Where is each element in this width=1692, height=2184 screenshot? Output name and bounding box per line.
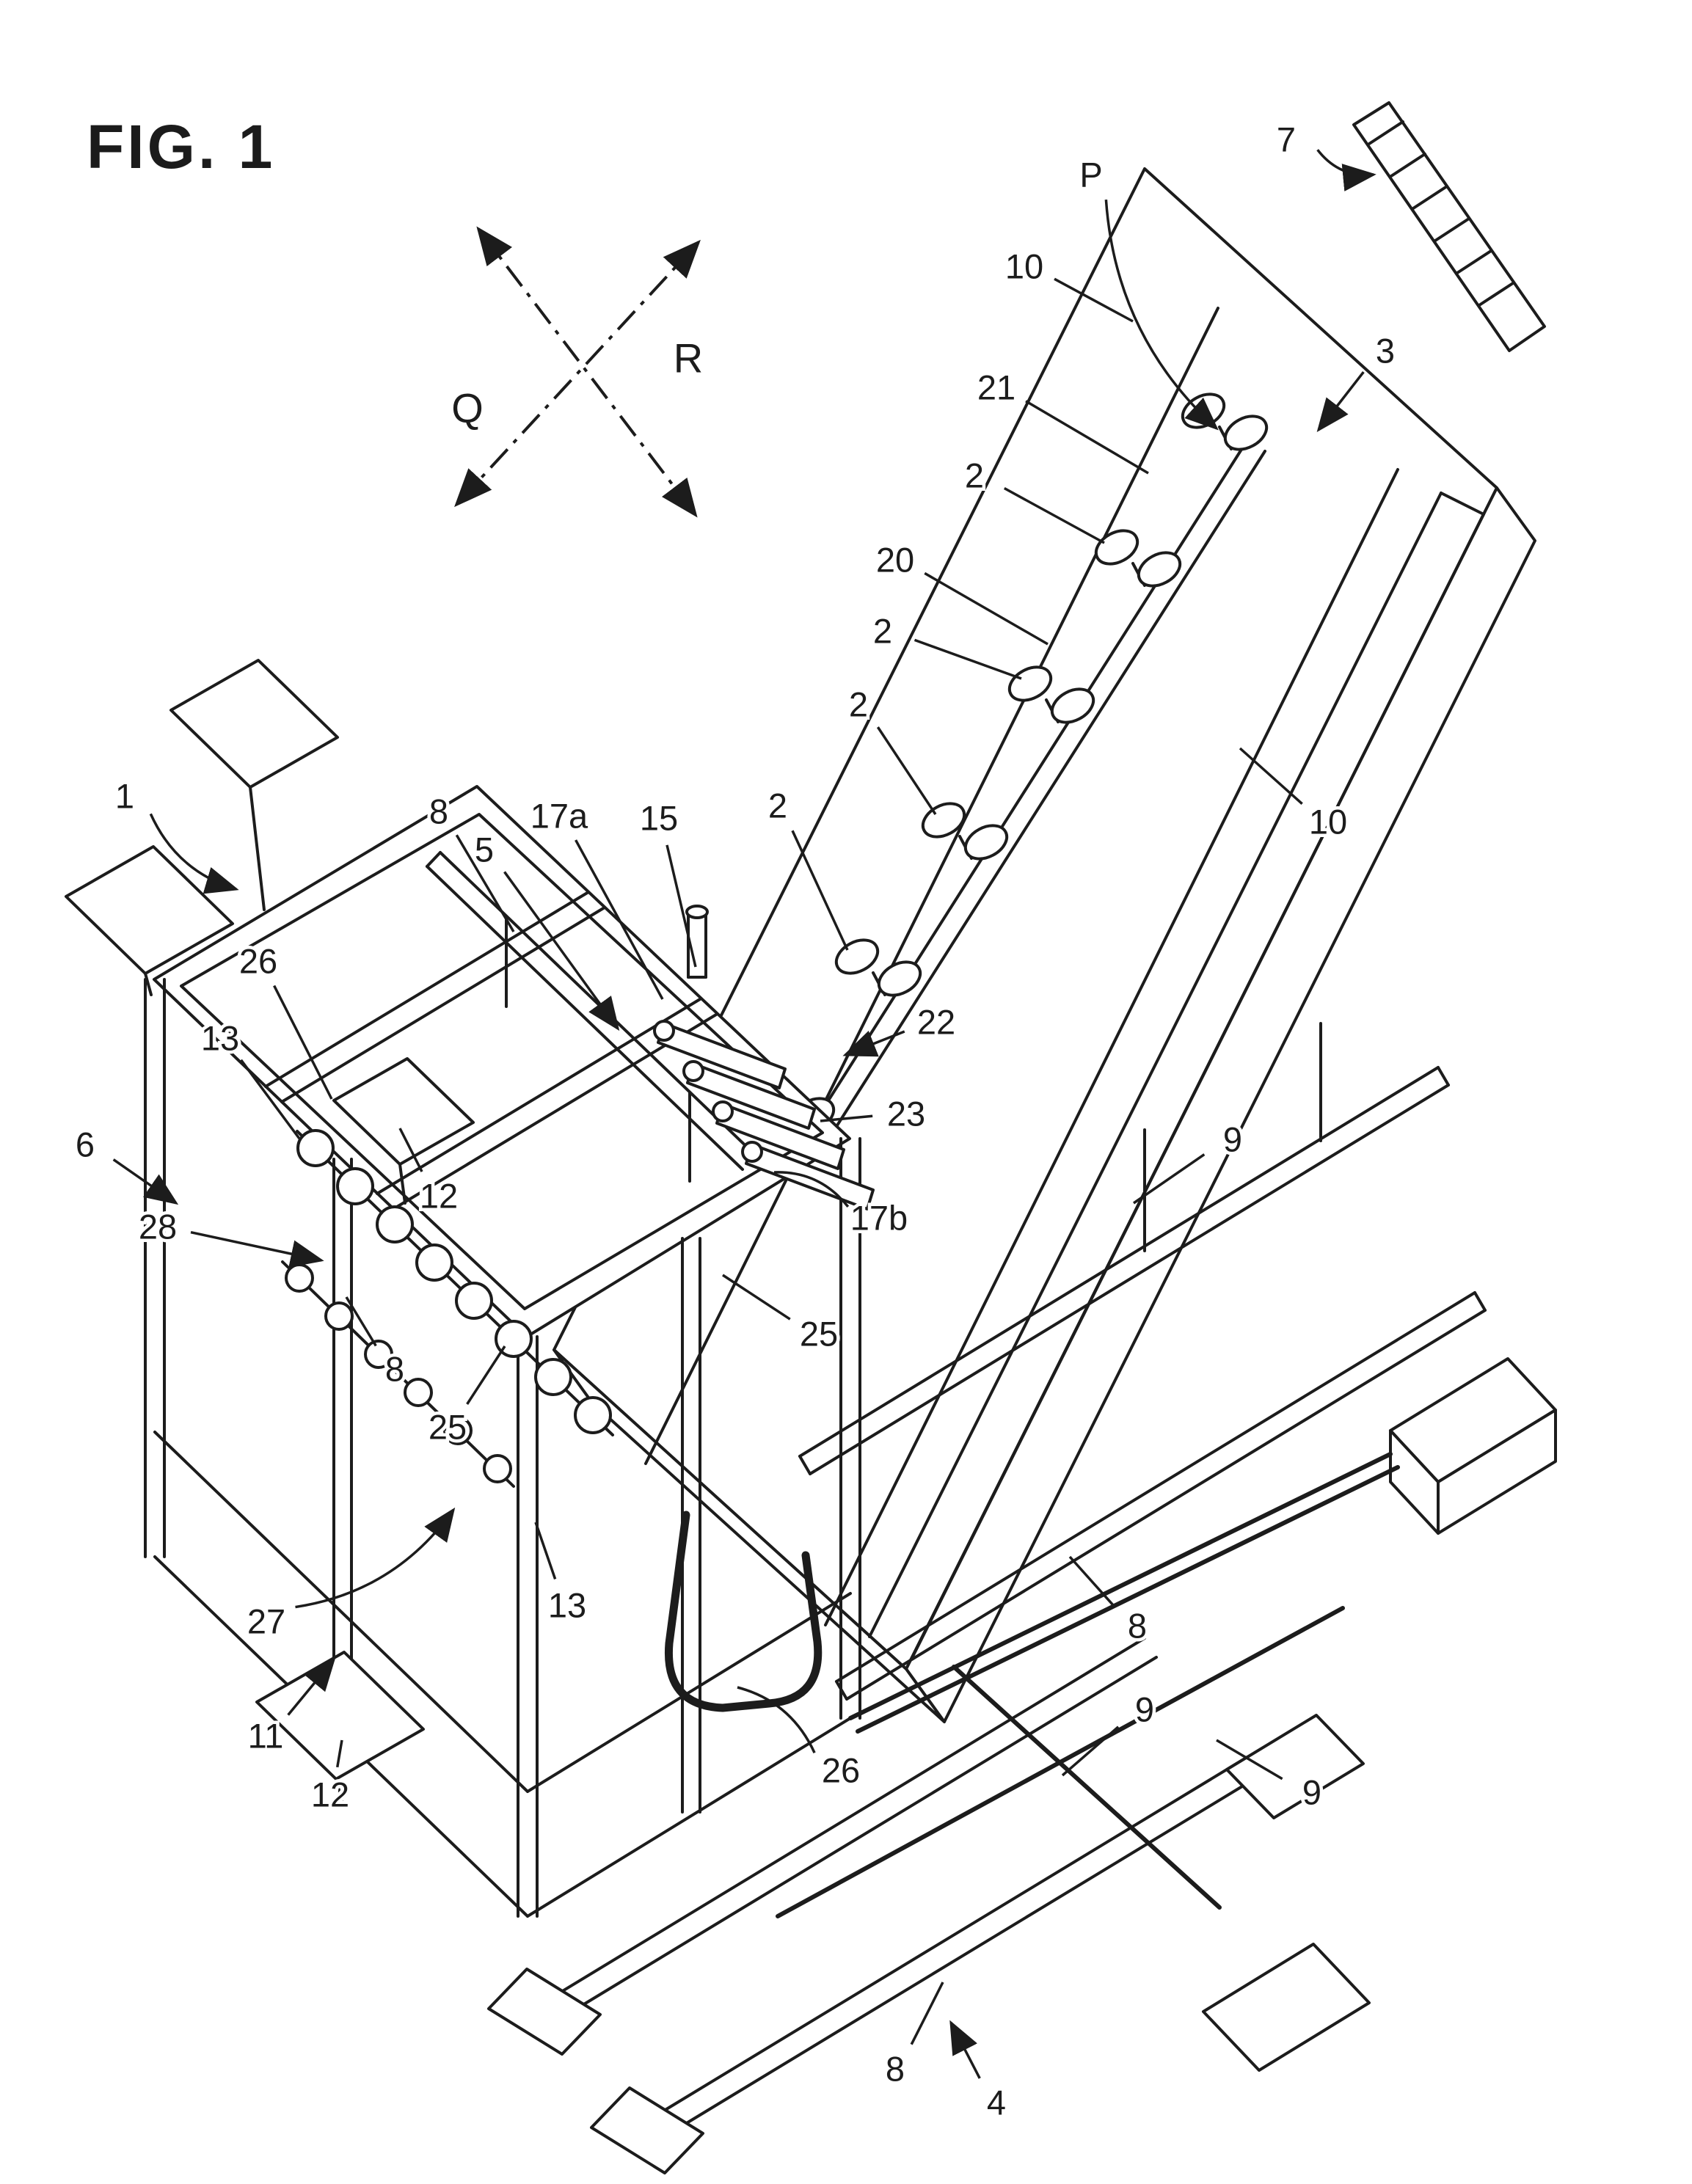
leader-line (1003, 486, 1105, 544)
leader-line (949, 2020, 981, 2079)
leader-line (924, 571, 1049, 646)
foot-box (1389, 1357, 1557, 1535)
leader-line (820, 1114, 873, 1122)
ref-label-17b: 17b (850, 1199, 908, 1238)
ref-label-27: 27 (247, 1602, 285, 1641)
leader-line (773, 1171, 850, 1208)
ref-label-8: 8 (886, 2050, 905, 2089)
ref-label-26: 26 (239, 942, 277, 981)
figure-title: FIG. 1 (87, 112, 276, 181)
leader-line (914, 638, 1022, 680)
leader-line (876, 726, 937, 815)
braces (776, 1452, 1400, 1918)
ref-label-28: 28 (139, 1208, 177, 1246)
ref-label-6: 6 (76, 1125, 95, 1164)
leader-line (398, 1128, 423, 1172)
ref-label-12: 12 (420, 1177, 458, 1216)
leader-line (575, 839, 664, 1000)
axis-label: Q (451, 385, 484, 431)
axis-label: R (674, 335, 703, 381)
leader-line (534, 1522, 557, 1580)
leader-line (240, 1059, 301, 1140)
ref-label-17a: 17a (530, 797, 588, 836)
ref-label-8: 8 (429, 792, 448, 831)
leader-line (737, 1686, 816, 1753)
ref-label-7: 7 (1277, 120, 1296, 159)
ref-label-23: 23 (887, 1095, 925, 1133)
ref-label-22: 22 (917, 1003, 955, 1042)
ref-label-13: 13 (201, 1019, 239, 1058)
direction-axes: QR (448, 226, 707, 518)
support-beams (798, 1022, 1487, 1701)
leader-line (1025, 400, 1149, 475)
leader-line (1316, 149, 1376, 191)
ref-label-9: 9 (1302, 1773, 1321, 1812)
leader-line (112, 1158, 179, 1205)
leader-line (345, 1296, 377, 1347)
leader-line (791, 830, 849, 951)
machine-drawing (65, 101, 1557, 2174)
ref-label-10: 10 (1005, 247, 1043, 286)
leader-line (1216, 1739, 1283, 1781)
leader-line (1068, 1555, 1115, 1607)
ref-label-12: 12 (311, 1775, 349, 1814)
mounting-plates (65, 659, 475, 1808)
leader-line (1061, 1725, 1120, 1777)
leader-line (722, 1274, 791, 1321)
u-pipe (664, 1511, 823, 1712)
ref-label-2: 2 (873, 612, 892, 651)
ref-label-10: 10 (1309, 803, 1347, 841)
leader-line (503, 871, 620, 1031)
leader-line (910, 1982, 944, 2045)
ref-label-9: 9 (1223, 1120, 1242, 1159)
leader-line (455, 834, 515, 932)
bottom-beams (487, 1637, 1371, 2174)
ref-label-5: 5 (475, 830, 494, 869)
leader-line (273, 985, 333, 1100)
leader-line (1316, 370, 1365, 432)
ref-label-25: 25 (800, 1315, 838, 1354)
leader-line (1104, 199, 1219, 431)
axis-arrow (476, 226, 698, 518)
inner-roller-chain (281, 1129, 614, 1488)
ref-label-26: 26 (822, 1751, 860, 1790)
ref-label-3: 3 (1376, 332, 1395, 370)
ref-label-9: 9 (1135, 1690, 1154, 1729)
leader-line (190, 1230, 324, 1268)
leader-line (149, 813, 239, 894)
ref-label-2: 2 (768, 786, 787, 825)
leader-line (666, 844, 697, 968)
ref-label-20: 20 (876, 541, 914, 580)
ref-label-21: 21 (977, 368, 1015, 407)
ref-label-4: 4 (987, 2083, 1006, 2122)
ref-label-1: 1 (115, 777, 134, 816)
ref-label-25: 25 (429, 1408, 467, 1447)
table-plate (553, 167, 1536, 1723)
leader-line (335, 1739, 343, 1768)
ref-label-P: P (1079, 156, 1102, 194)
ref-label-8: 8 (1128, 1607, 1147, 1646)
axis-arrow (454, 239, 701, 508)
leader-line (1239, 747, 1303, 805)
machine-frame (144, 785, 861, 1918)
ref-label-11: 11 (248, 1717, 284, 1756)
ref-label-15: 15 (640, 799, 678, 838)
leader-line (295, 1507, 456, 1609)
leader-line (1133, 1153, 1206, 1205)
leader-line (842, 1030, 905, 1057)
ref-label-2: 2 (965, 456, 984, 495)
serrated-edge (1352, 101, 1546, 352)
leader-line (1054, 277, 1134, 323)
ref-label-2: 2 (849, 685, 868, 724)
ref-label-8: 8 (385, 1350, 404, 1389)
ref-label-13: 13 (548, 1586, 586, 1625)
leader-line (466, 1345, 506, 1405)
leader-line (287, 1657, 336, 1716)
